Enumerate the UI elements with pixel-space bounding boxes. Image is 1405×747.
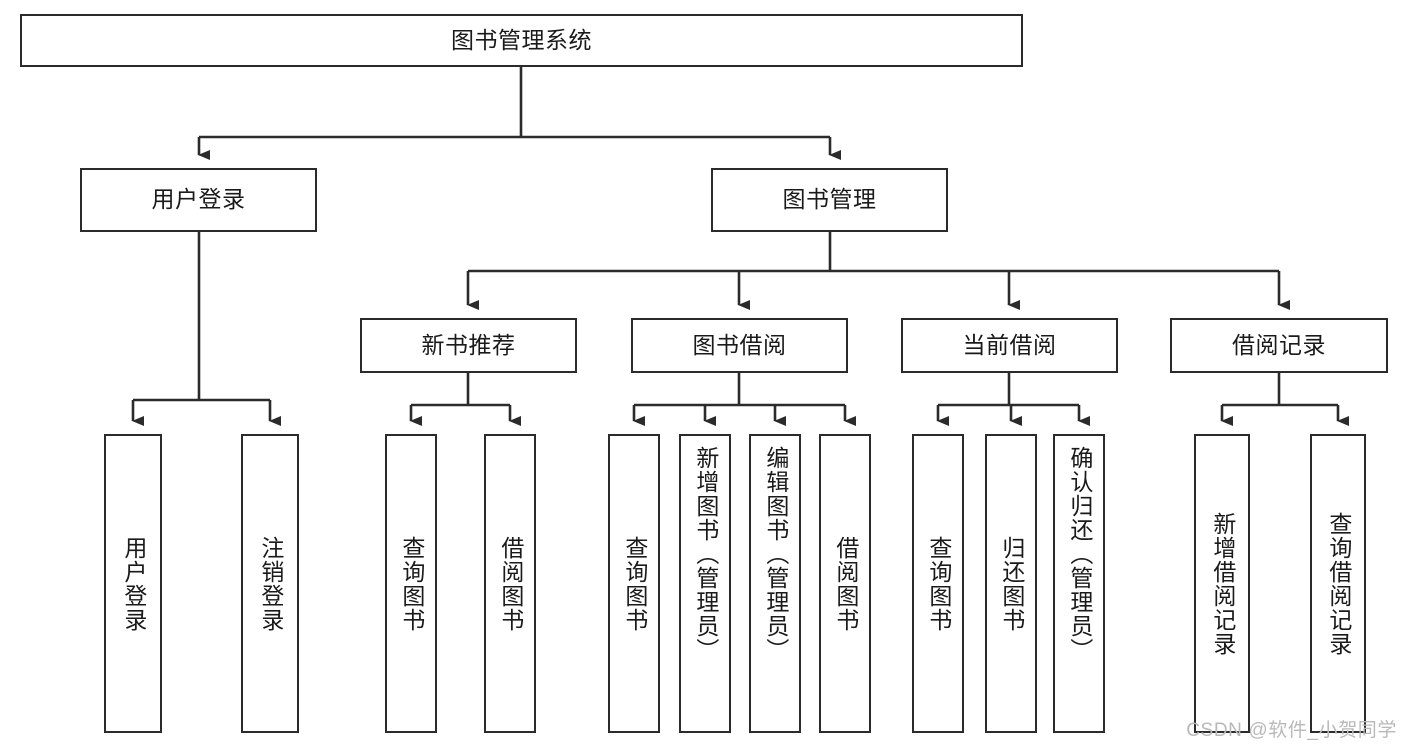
node-root-label: 图书管理系统 bbox=[451, 26, 592, 53]
node-leaf-edit-book[interactable]: 编辑图书（管理员） bbox=[749, 434, 801, 733]
node-root[interactable]: 图书管理系统 bbox=[20, 14, 1023, 67]
node-leaf-borrow-book-label: 借阅图书 bbox=[832, 535, 859, 632]
node-leaf-query-borrow-record[interactable]: 查询借阅记录 bbox=[1310, 434, 1366, 733]
node-leaf-user-login[interactable]: 用户登录 bbox=[104, 434, 162, 733]
node-current-borrow-label: 当前借阅 bbox=[962, 331, 1057, 358]
node-leaf-query-book-cur[interactable]: 查询图书 bbox=[912, 434, 964, 733]
node-leaf-borrow-book[interactable]: 借阅图书 bbox=[819, 434, 871, 733]
node-leaf-query-borrow-record-label: 查询借阅记录 bbox=[1325, 511, 1352, 656]
node-leaf-query-book-borrow-label: 查询图书 bbox=[621, 535, 648, 632]
node-user-login-label: 用户登录 bbox=[151, 186, 246, 213]
node-leaf-return-book-label: 归还图书 bbox=[998, 535, 1025, 632]
node-leaf-add-borrow-record[interactable]: 新增借阅记录 bbox=[1194, 434, 1250, 733]
node-borrow-record-label: 借阅记录 bbox=[1232, 331, 1326, 358]
node-user-login[interactable]: 用户登录 bbox=[80, 168, 317, 232]
node-leaf-add-book-label: 新增图书（管理员） bbox=[692, 446, 719, 662]
node-new-book-rec[interactable]: 新书推荐 bbox=[360, 318, 577, 373]
node-book-manage[interactable]: 图书管理 bbox=[711, 168, 948, 232]
node-leaf-logout-login[interactable]: 注销登录 bbox=[241, 434, 299, 733]
node-leaf-user-login-label: 用户登录 bbox=[120, 535, 147, 632]
node-leaf-confirm-return[interactable]: 确认归还（管理员） bbox=[1053, 434, 1105, 733]
node-current-borrow[interactable]: 当前借阅 bbox=[901, 318, 1118, 373]
node-leaf-edit-book-label: 编辑图书（管理员） bbox=[762, 446, 789, 662]
node-leaf-borrow-book-rec-label: 借阅图书 bbox=[497, 535, 524, 632]
node-borrow-record[interactable]: 借阅记录 bbox=[1170, 318, 1388, 373]
node-leaf-logout-login-label: 注销登录 bbox=[257, 535, 284, 632]
node-leaf-add-book[interactable]: 新增图书（管理员） bbox=[679, 434, 731, 733]
node-leaf-query-book-cur-label: 查询图书 bbox=[925, 535, 952, 632]
node-book-manage-label: 图书管理 bbox=[782, 186, 877, 213]
node-leaf-borrow-book-rec[interactable]: 借阅图书 bbox=[484, 434, 536, 733]
node-new-book-rec-label: 新书推荐 bbox=[421, 331, 516, 358]
node-book-borrow-label: 图书借阅 bbox=[692, 331, 787, 358]
node-leaf-return-book[interactable]: 归还图书 bbox=[985, 434, 1037, 733]
node-leaf-query-book-rec[interactable]: 查询图书 bbox=[385, 434, 437, 733]
node-leaf-add-borrow-record-label: 新增借阅记录 bbox=[1209, 511, 1236, 656]
node-leaf-query-book-borrow[interactable]: 查询图书 bbox=[608, 434, 660, 733]
node-leaf-confirm-return-label: 确认归还（管理员） bbox=[1066, 446, 1093, 662]
node-book-borrow[interactable]: 图书借阅 bbox=[631, 318, 848, 373]
node-leaf-query-book-rec-label: 查询图书 bbox=[398, 535, 425, 632]
